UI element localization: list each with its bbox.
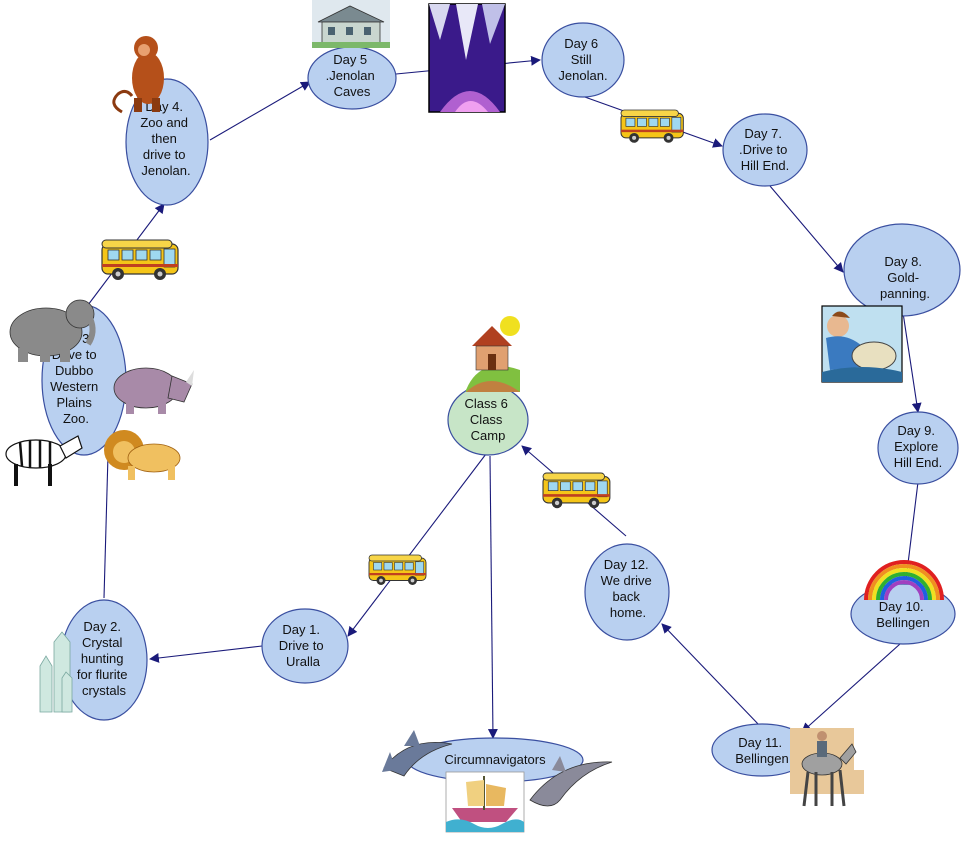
horse-rider-icon <box>790 728 864 807</box>
node-day11[interactable]: Day 11. Bellingen <box>711 723 813 777</box>
node-day7[interactable]: Day 7. .Drive to Hill End. <box>722 113 808 187</box>
node-day9[interactable]: Day 9. Explore Hill End. <box>877 411 959 485</box>
node-circumnavigators[interactable]: Circumnavigators <box>406 737 584 783</box>
svg-text:Day 10. Bellingen: Day 10. Bellingen <box>876 599 930 630</box>
lion-icon <box>104 430 181 480</box>
svg-text:Circumnavigators: Circumnavigators <box>444 752 546 767</box>
crystal-icon <box>39 631 73 713</box>
svg-text:Class 6 Class Camp: Class 6 Class Camp <box>465 396 512 443</box>
zebra-icon <box>5 435 83 486</box>
svg-text:Day 7. .Drive to H: Day 7. .Drive to Hill End. <box>739 126 791 173</box>
bus-icon <box>368 554 427 586</box>
svg-text:Day 2. Crystal hun: Day 2. Crystal hunting for flurite cryst… <box>77 619 131 698</box>
svg-text:Day 9. Explore Hil: Day 9. Explore Hill End. <box>894 423 942 470</box>
node-day2[interactable]: Day 2. Crystal hunting for flurite cryst… <box>60 599 148 721</box>
node-day5[interactable]: Day 5 .Jenolan Caves <box>307 46 397 110</box>
edge-day8-day9 <box>901 305 922 413</box>
edge-center-circ <box>487 455 498 739</box>
svg-text:Day 12. We drive b: Day 12. We drive back home. <box>601 557 656 620</box>
house-icon <box>312 0 390 48</box>
shark-icon <box>382 730 453 777</box>
svg-text:Day 8. Gold- panni: Day 8. Gold- panning. <box>880 254 930 301</box>
edge-day11-day12 <box>661 623 761 727</box>
svg-text:Day 5 .Jenolan Cav: Day 5 .Jenolan Caves <box>326 52 379 99</box>
bus-icon <box>542 472 611 509</box>
node-center[interactable]: Class 6 Class Camp <box>447 384 529 456</box>
ship-icon <box>445 771 525 833</box>
svg-text:Day 11. Bellingen: Day 11. Bellingen <box>735 735 789 766</box>
node-day12[interactable]: Day 12. We drive back home. <box>584 543 670 641</box>
monkey-icon <box>112 36 164 114</box>
dolphin-icon <box>529 756 613 807</box>
node-day1[interactable]: Day 1. Drive to Uralla <box>261 608 349 684</box>
bus-icon <box>620 109 684 144</box>
elephant-icon <box>9 299 96 362</box>
rhino-icon <box>113 367 194 414</box>
edge-day4-day5 <box>209 81 311 141</box>
edge-day7-day8 <box>769 185 844 273</box>
node-day8[interactable]: Day 8. Gold- panning. <box>843 223 961 317</box>
svg-text:Day 6 Still Jenola: Day 6 Still Jenolan. <box>558 36 607 83</box>
cave-icon <box>428 3 506 113</box>
edge-day2-day3 <box>103 454 109 599</box>
edge-day1-day2 <box>149 645 263 663</box>
edge-day10-day11 <box>801 643 901 733</box>
edge-center-day1 <box>347 453 487 637</box>
rainbow-icon <box>864 560 944 601</box>
node-day6[interactable]: Day 6 Still Jenolan. <box>541 22 625 98</box>
camp-house-icon <box>466 316 520 392</box>
gold-panning-icon <box>821 305 903 383</box>
svg-text:Day 1. Drive to Ur: Day 1. Drive to Uralla <box>279 622 327 669</box>
bus-icon <box>101 239 179 281</box>
